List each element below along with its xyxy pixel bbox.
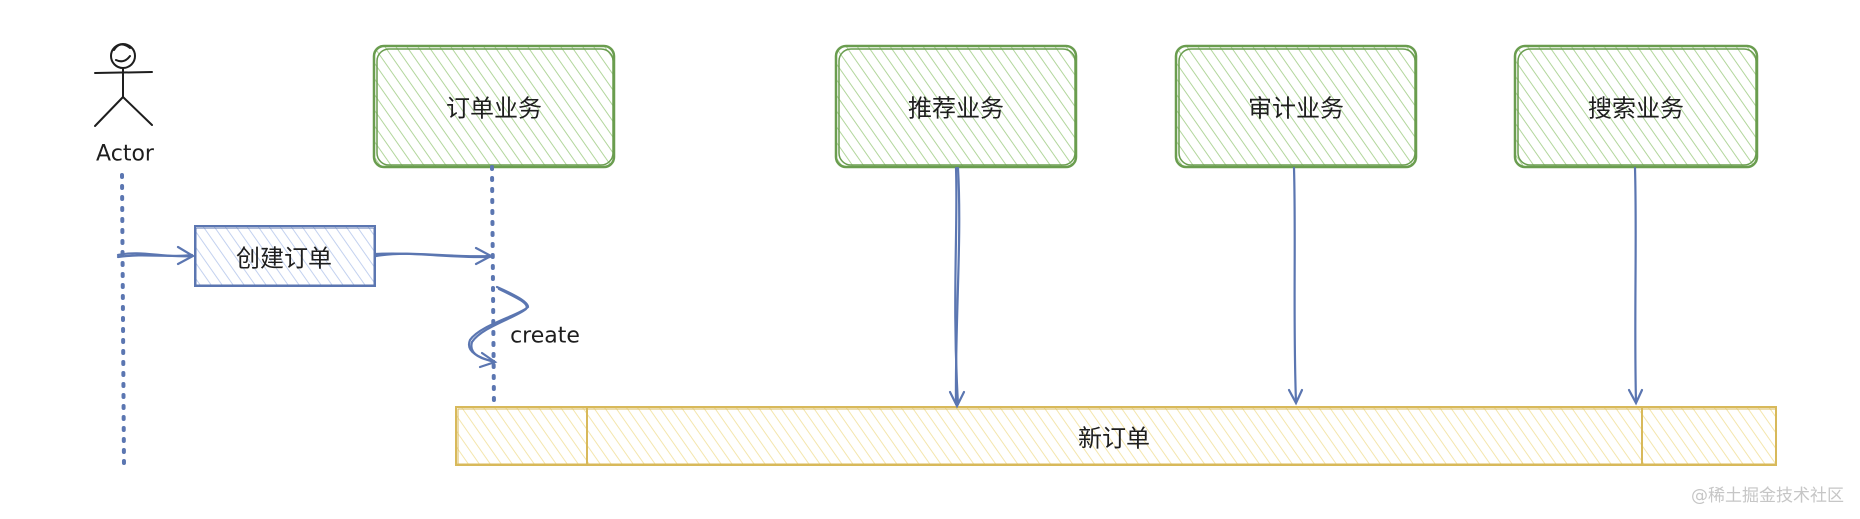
arrow-search-to-bar bbox=[1627, 166, 1644, 406]
recommend-service-box bbox=[834, 44, 1078, 169]
create-order-box bbox=[194, 225, 376, 287]
new-order-bar bbox=[455, 406, 1777, 466]
audit-service-label: 审计业务 bbox=[1248, 94, 1344, 123]
search-service-label: 搜索业务 bbox=[1588, 94, 1684, 123]
arrow-message-to-order bbox=[374, 246, 494, 266]
actor-figure bbox=[94, 43, 153, 127]
audit-service-box bbox=[1174, 44, 1418, 169]
recommend-service-label: 推荐业务 bbox=[908, 94, 1004, 123]
actor-lifeline bbox=[120, 173, 126, 469]
order-service-box bbox=[372, 44, 616, 169]
arrow-audit-to-bar bbox=[1287, 166, 1304, 406]
arrow-actor-to-message bbox=[116, 245, 196, 266]
watermark: @稀土掘金技术社区 bbox=[1691, 486, 1844, 506]
new-order-label: 新订单 bbox=[1078, 424, 1150, 453]
create-order-label: 创建订单 bbox=[236, 244, 332, 273]
search-service-box bbox=[1513, 44, 1759, 169]
self-call-label: create bbox=[510, 323, 580, 349]
arrow-recommend-to-bar bbox=[948, 166, 966, 409]
self-call-arrow bbox=[467, 285, 530, 369]
order-lifeline bbox=[490, 165, 496, 410]
order-service-label: 订单业务 bbox=[446, 94, 542, 123]
actor-label: Actor bbox=[96, 141, 154, 167]
